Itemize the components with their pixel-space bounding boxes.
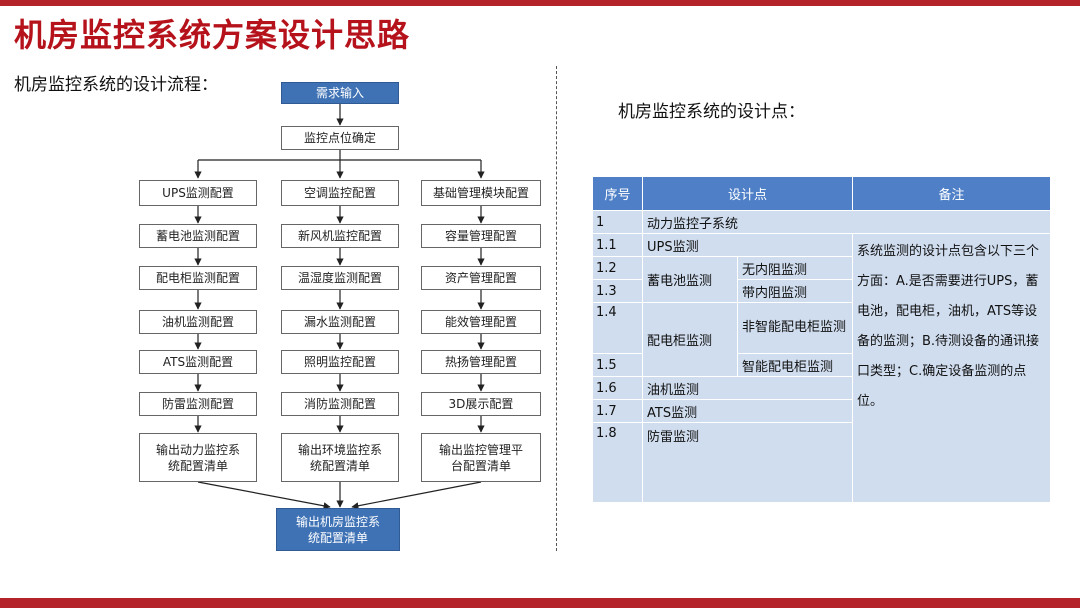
- row-num: 1.6: [592, 376, 643, 400]
- leak-config-box: 漏水监测配置: [281, 310, 399, 334]
- row-num: 1.3: [592, 279, 643, 303]
- asset-config-label: 资产管理配置: [444, 271, 517, 285]
- battery-config-box: 蓄电池监测配置: [139, 224, 257, 248]
- capacity-config-label: 容量管理配置: [444, 229, 517, 243]
- row-num: 1.2: [592, 256, 643, 280]
- row-text: ATS监测: [642, 399, 853, 423]
- row-num: 1.1: [592, 233, 643, 257]
- row-sub: 带内阻监测: [737, 279, 853, 303]
- header-design-point: 设计点: [642, 176, 853, 211]
- top-accent-bar: [0, 0, 1080, 6]
- point-confirm-label: 监控点位确定: [303, 131, 376, 145]
- leak-config-label: 漏水监测配置: [303, 315, 376, 329]
- table-header-row: 序号 设计点 备注: [592, 176, 1051, 211]
- table-row: 1.1 UPS监测 系统监测的设计点包含以下三个方面：A.是否需要进行UPS，蓄…: [592, 233, 1051, 503]
- temp-humidity-config-label: 温湿度监测配置: [297, 271, 382, 285]
- lighting-config-box: 照明监控配置: [281, 350, 399, 374]
- final-output-line2: 统配置清单: [307, 530, 368, 545]
- ac-config-box: 空调监控配置: [281, 180, 399, 206]
- row-sub: 非智能配电柜监测: [737, 302, 853, 354]
- table-row: 1.4 配电柜监测 非智能配电柜监测: [592, 302, 1051, 377]
- distribution-config-box: 配电柜监测配置: [139, 266, 257, 290]
- output-power-line1: 输出动力监控系: [155, 442, 240, 457]
- table-row: 1.7 ATS监测: [592, 399, 1051, 423]
- requirement-input-label: 需求输入: [315, 86, 364, 100]
- slide-title: 机房监控系统方案设计思路: [14, 16, 411, 54]
- output-env-line1: 输出环境监控系: [297, 442, 382, 457]
- output-env-line2: 统配置清单: [309, 458, 370, 473]
- distribution-config-label: 配电柜监测配置: [155, 271, 240, 285]
- ac-config-label: 空调监控配置: [303, 186, 376, 200]
- base-mgmt-config-label: 基础管理模块配置: [432, 186, 529, 200]
- asset-config-box: 资产管理配置: [421, 266, 541, 290]
- capacity-config-box: 容量管理配置: [421, 224, 541, 248]
- output-mgmt-box: 输出监控管理平台配置清单: [421, 433, 541, 482]
- requirement-input-box: 需求输入: [281, 82, 399, 104]
- row-num: 1.4: [592, 302, 643, 354]
- energy-config-box: 能效管理配置: [421, 310, 541, 334]
- ups-config-box: UPS监测配置: [139, 180, 257, 206]
- fire-config-label: 消防监测配置: [303, 397, 376, 411]
- lighting-config-label: 照明监控配置: [303, 355, 376, 369]
- final-output-box: 输出机房监控系统配置清单: [276, 508, 400, 551]
- output-mgmt-line1: 输出监控管理平: [438, 442, 523, 457]
- row-text: 防雷监测: [642, 422, 853, 503]
- section-divider: [556, 66, 557, 551]
- 3d-display-config-box: 3D展示配置: [421, 392, 541, 416]
- point-confirm-box: 监控点位确定: [281, 126, 399, 150]
- row-num: 1: [592, 210, 643, 234]
- energy-config-label: 能效管理配置: [444, 315, 517, 329]
- ups-config-label: UPS监测配置: [162, 186, 234, 200]
- note-cell: 系统监测的设计点包含以下三个方面：A.是否需要进行UPS，蓄电池，配电柜，油机，…: [852, 233, 1051, 503]
- generator-config-label: 油机监测配置: [161, 315, 234, 329]
- table-row: 1.2 蓄电池监测 无内阻监测: [592, 256, 1051, 303]
- table-row: 1.3 带内阻监测: [592, 279, 1051, 303]
- design-points-heading: 机房监控系统的设计点：: [618, 102, 805, 122]
- row-text: 油机监测: [642, 376, 853, 400]
- header-note: 备注: [852, 176, 1051, 211]
- fire-config-box: 消防监测配置: [281, 392, 399, 416]
- fresh-air-config-box: 新风机监控配置: [281, 224, 399, 248]
- row-sub: 无内阻监测: [737, 256, 853, 280]
- table-row: 1 动力监控子系统: [592, 210, 1051, 234]
- row-sub: 智能配电柜监测: [737, 353, 853, 377]
- battery-group-cell: 蓄电池监测: [642, 256, 738, 303]
- output-env-box: 输出环境监控系统配置清单: [281, 433, 399, 482]
- row-text: UPS监测: [642, 233, 853, 257]
- base-mgmt-config-box: 基础管理模块配置: [421, 180, 541, 206]
- generator-config-box: 油机监测配置: [139, 310, 257, 334]
- ats-config-box: ATS监测配置: [139, 350, 257, 374]
- final-output-line1: 输出机房监控系: [295, 514, 380, 529]
- row-num: 1.5: [592, 353, 643, 377]
- thermal-config-box: 热扬管理配置: [421, 350, 541, 374]
- thermal-config-label: 热扬管理配置: [444, 355, 517, 369]
- bottom-accent-bar: [0, 598, 1080, 608]
- row-num: 1.7: [592, 399, 643, 423]
- output-mgmt-line2: 台配置清单: [450, 458, 511, 473]
- flowchart-connectors: [194, 104, 485, 510]
- row-num: 1.8: [592, 422, 643, 503]
- flow-heading: 机房监控系统的设计流程：: [14, 75, 218, 95]
- ats-config-label: ATS监测配置: [162, 355, 234, 369]
- fresh-air-config-label: 新风机监控配置: [297, 229, 382, 243]
- table-row: 1.6 油机监测: [592, 376, 1051, 400]
- table-row: 1.5 智能配电柜监测: [592, 353, 1051, 377]
- lightning-config-box: 防雷监测配置: [139, 392, 257, 416]
- lightning-config-label: 防雷监测配置: [161, 397, 234, 411]
- design-points-table: 序号 设计点 备注 1 动力监控子系统 1.1 UPS监测 系统监测的设计点包含…: [592, 176, 1051, 503]
- header-num: 序号: [592, 176, 643, 211]
- output-power-line2: 统配置清单: [167, 458, 228, 473]
- distribution-group-cell: 配电柜监测: [642, 302, 738, 377]
- temp-humidity-config-box: 温湿度监测配置: [281, 266, 399, 290]
- table-row: 1.8 防雷监测: [592, 422, 1051, 503]
- 3d-display-config-label: 3D展示配置: [448, 397, 514, 411]
- output-power-box: 输出动力监控系统配置清单: [139, 433, 257, 482]
- row-text: 动力监控子系统: [642, 210, 1051, 234]
- battery-config-label: 蓄电池监测配置: [155, 229, 240, 243]
